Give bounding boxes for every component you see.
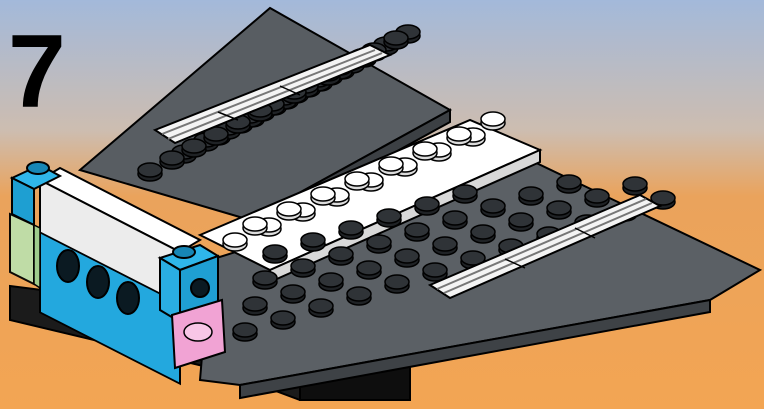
stud-top [233, 323, 257, 337]
stud-top [557, 175, 581, 189]
stud-top [291, 259, 315, 273]
stud-top [509, 213, 533, 227]
stud-top [277, 202, 301, 216]
stud-top [447, 127, 471, 141]
stud-top [377, 209, 401, 223]
stud-top [519, 187, 543, 201]
stud-top [263, 245, 287, 259]
stud-top [319, 273, 343, 287]
stud-top [395, 249, 419, 263]
stud-top [311, 187, 335, 201]
stud-top [160, 151, 184, 165]
stud-top [182, 139, 206, 153]
stud-top [243, 217, 267, 231]
stud-top [481, 112, 505, 126]
stud-top [379, 157, 403, 171]
stud-top [223, 233, 247, 247]
stud-top [415, 197, 439, 211]
stud-top [345, 172, 369, 186]
stud-top [405, 223, 429, 237]
stud-top [481, 199, 505, 213]
stud-top [243, 297, 267, 311]
stud-top [281, 285, 305, 299]
stud-top [271, 311, 295, 325]
stud-top [453, 185, 477, 199]
stud-top [329, 247, 353, 261]
stud-top [357, 261, 381, 275]
stud-top [443, 211, 467, 225]
stud-top [138, 163, 162, 177]
stud-top [471, 225, 495, 239]
stud-top [623, 177, 647, 191]
stud-top [423, 263, 447, 277]
stud-top [367, 235, 391, 249]
stud-top [301, 233, 325, 247]
step-number: 7 [8, 20, 66, 124]
stud-top [347, 287, 371, 301]
stud-top [433, 237, 457, 251]
stud-top [547, 201, 571, 215]
stud-top [339, 221, 363, 235]
stud-top [585, 189, 609, 203]
stud-top [384, 31, 408, 45]
stud-top [253, 271, 277, 285]
stud-top [413, 142, 437, 156]
stud-top [385, 275, 409, 289]
stud-top [309, 299, 333, 313]
